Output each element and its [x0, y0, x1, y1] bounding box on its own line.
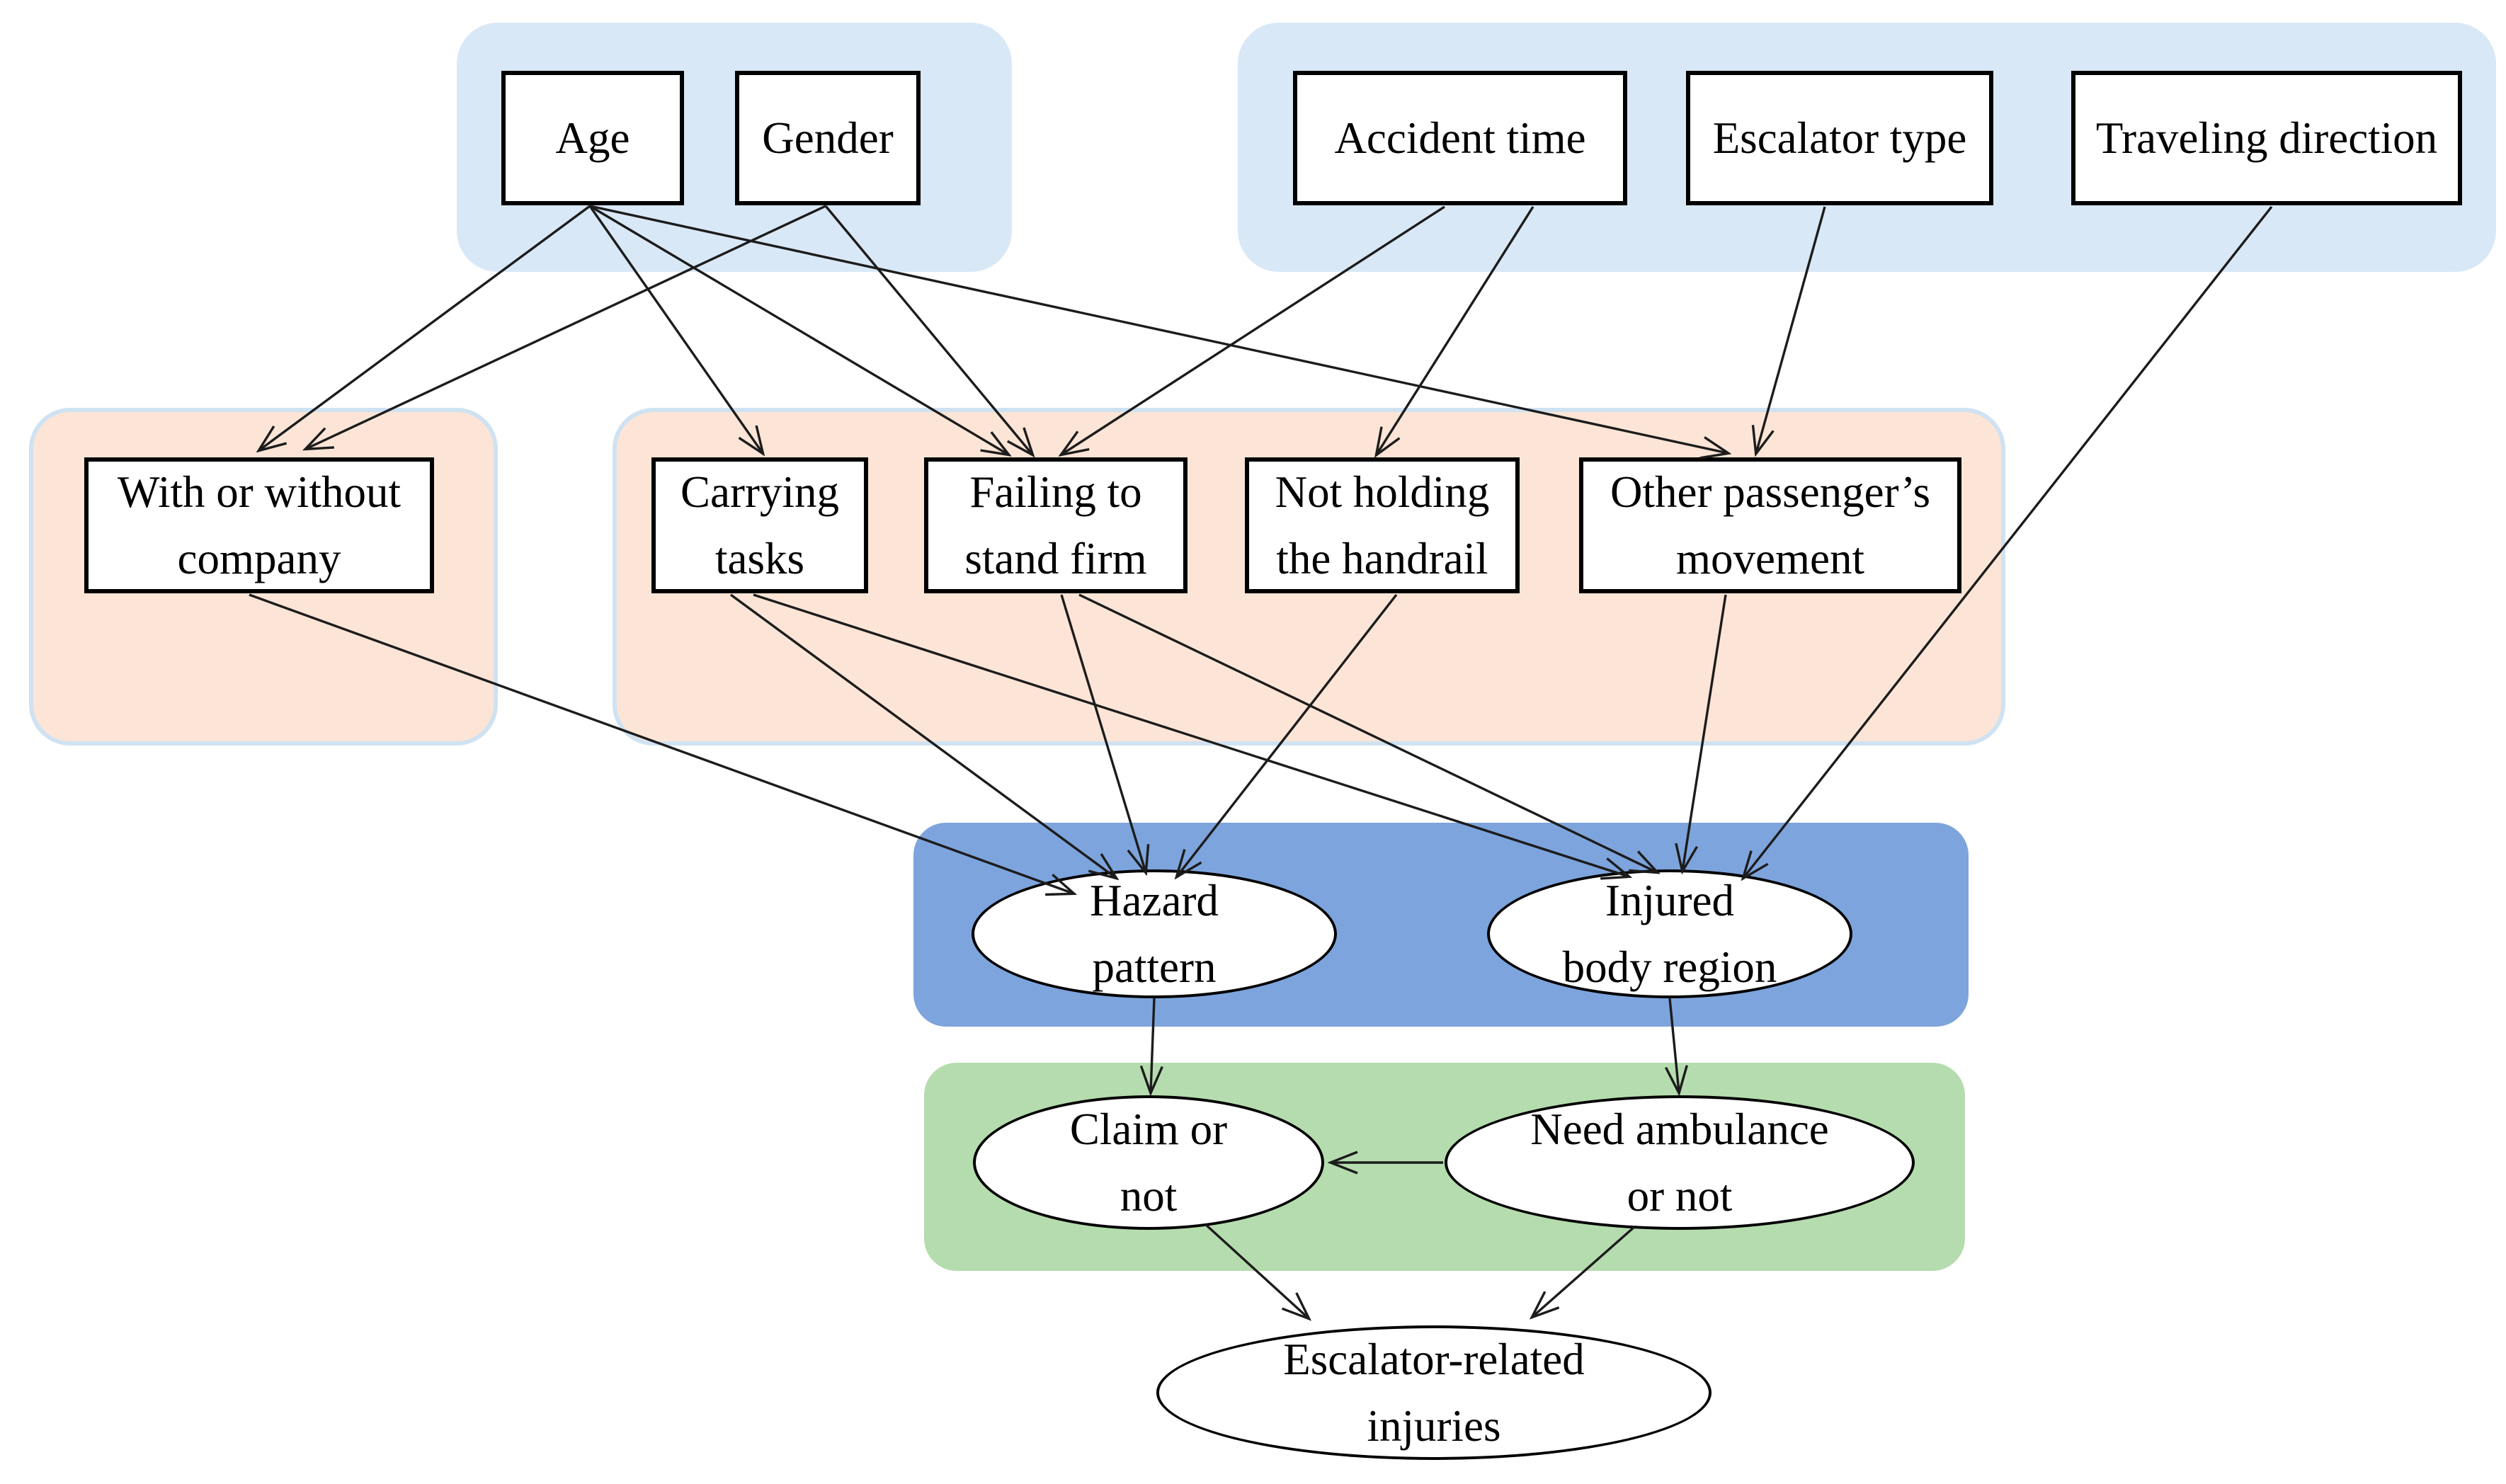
node-carrying-tasks: Carrying tasks: [651, 457, 868, 593]
node-claim-label: Claim or not: [1069, 1104, 1228, 1221]
node-traveling-direction: Traveling direction: [2071, 71, 2462, 205]
node-claim-or-not: Claim or not: [973, 1095, 1324, 1230]
node-injured-body-region-label: Injured body region: [1562, 875, 1777, 993]
node-carrying-tasks-label: Carrying tasks: [680, 467, 839, 584]
node-not-holding-label: Not holding the handrail: [1275, 467, 1490, 584]
node-escalator-related-injuries: Escalator-related injuries: [1156, 1325, 1712, 1460]
node-age: Age: [501, 71, 684, 205]
node-ambulance-label: Need ambulance or not: [1530, 1104, 1829, 1221]
node-injured-body-region: Injured body region: [1487, 869, 1852, 998]
node-age-label: Age: [555, 113, 630, 163]
node-accident-time-label: Accident time: [1334, 113, 1586, 163]
node-failing-to-stand-firm: Failing to stand firm: [924, 457, 1187, 593]
node-not-holding-handrail: Not holding the handrail: [1245, 457, 1520, 593]
node-need-ambulance-or-not: Need ambulance or not: [1445, 1095, 1915, 1230]
node-company-label: With or without company: [118, 467, 401, 584]
node-traveling-direction-label: Traveling direction: [2095, 113, 2438, 163]
node-gender: Gender: [735, 71, 921, 205]
node-hazard-pattern-label: Hazard pattern: [1090, 875, 1219, 993]
node-other-movement-label: Other passenger’s movement: [1610, 467, 1930, 584]
node-failing-label: Failing to stand firm: [964, 467, 1147, 584]
node-gender-label: Gender: [762, 113, 894, 163]
node-accident-time: Accident time: [1293, 71, 1627, 205]
node-with-or-without-company: With or without company: [84, 457, 434, 593]
node-injuries-label: Escalator-related injuries: [1283, 1334, 1585, 1451]
node-escalator-type: Escalator type: [1686, 71, 1993, 205]
node-escalator-type-label: Escalator type: [1712, 113, 1967, 163]
node-hazard-pattern: Hazard pattern: [972, 869, 1337, 998]
node-other-passengers-movement: Other passenger’s movement: [1579, 457, 1961, 593]
